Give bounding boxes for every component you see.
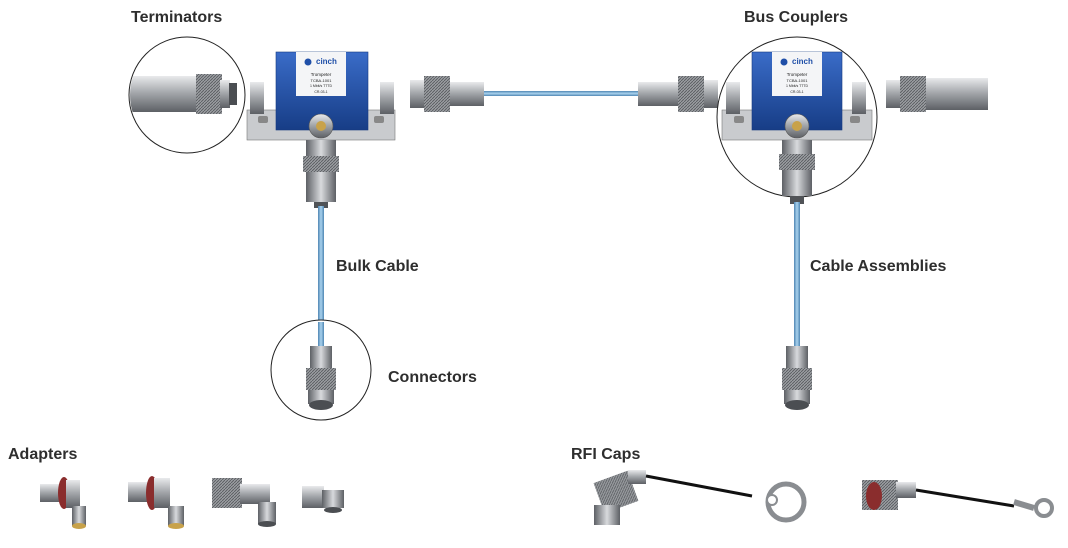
coupler-code-left: CR-03-1 [314, 90, 327, 94]
coupler-brand-right: cinch [792, 57, 813, 66]
right-terminator [886, 76, 988, 112]
coupler-model-left: Trompeter [311, 72, 332, 77]
label-connectors: Connectors [388, 369, 477, 386]
adapter-1 [40, 477, 86, 529]
bus-couplers-inset: cinch Trompeter TCBA-1001 1 Mbit/s TTTD … [716, 36, 878, 198]
adapter-2 [128, 476, 184, 529]
bulk-cable-vertical [318, 206, 324, 348]
coupler-brand-left: cinch [316, 57, 337, 66]
rfi-cap-2 [862, 480, 1054, 518]
coupler-part-right: TCBA-1001 [787, 78, 809, 83]
coupler-model-right: Trompeter [787, 72, 808, 77]
adapter-3 [212, 478, 276, 527]
coupler-spec-right: 1 Mbit/s TTTD [786, 84, 809, 88]
label-bus-couplers: Bus Couplers [744, 9, 849, 26]
label-cable-assemblies: Cable Assemblies [810, 258, 947, 275]
label-terminators: Terminators [131, 9, 223, 26]
cable-assembly-vertical [782, 202, 812, 410]
label-rfi-caps: RFI Caps [571, 446, 641, 463]
right-drop-connector [790, 196, 804, 204]
coupler-part-left: TCBA-1001 [311, 78, 333, 83]
bus-cable-horizontal [482, 91, 640, 96]
mid-connector-left [410, 76, 484, 112]
label-bulk-cable: Bulk Cable [336, 258, 419, 275]
connectors-inset [270, 319, 372, 421]
left-drop-connector [303, 140, 339, 208]
label-adapters: Adapters [8, 446, 78, 463]
mid-connector-right [638, 76, 718, 112]
adapter-4 [302, 486, 344, 513]
rfi-cap-1 [593, 470, 807, 525]
left-bus-coupler: cinch Trompeter TCBA-1001 1 Mbit/s TTTD … [246, 51, 396, 141]
coupler-code-right: CR-03-1 [790, 90, 803, 94]
terminator-inset [128, 36, 246, 154]
coupler-spec-left: 1 Mbit/s TTTD [310, 84, 333, 88]
